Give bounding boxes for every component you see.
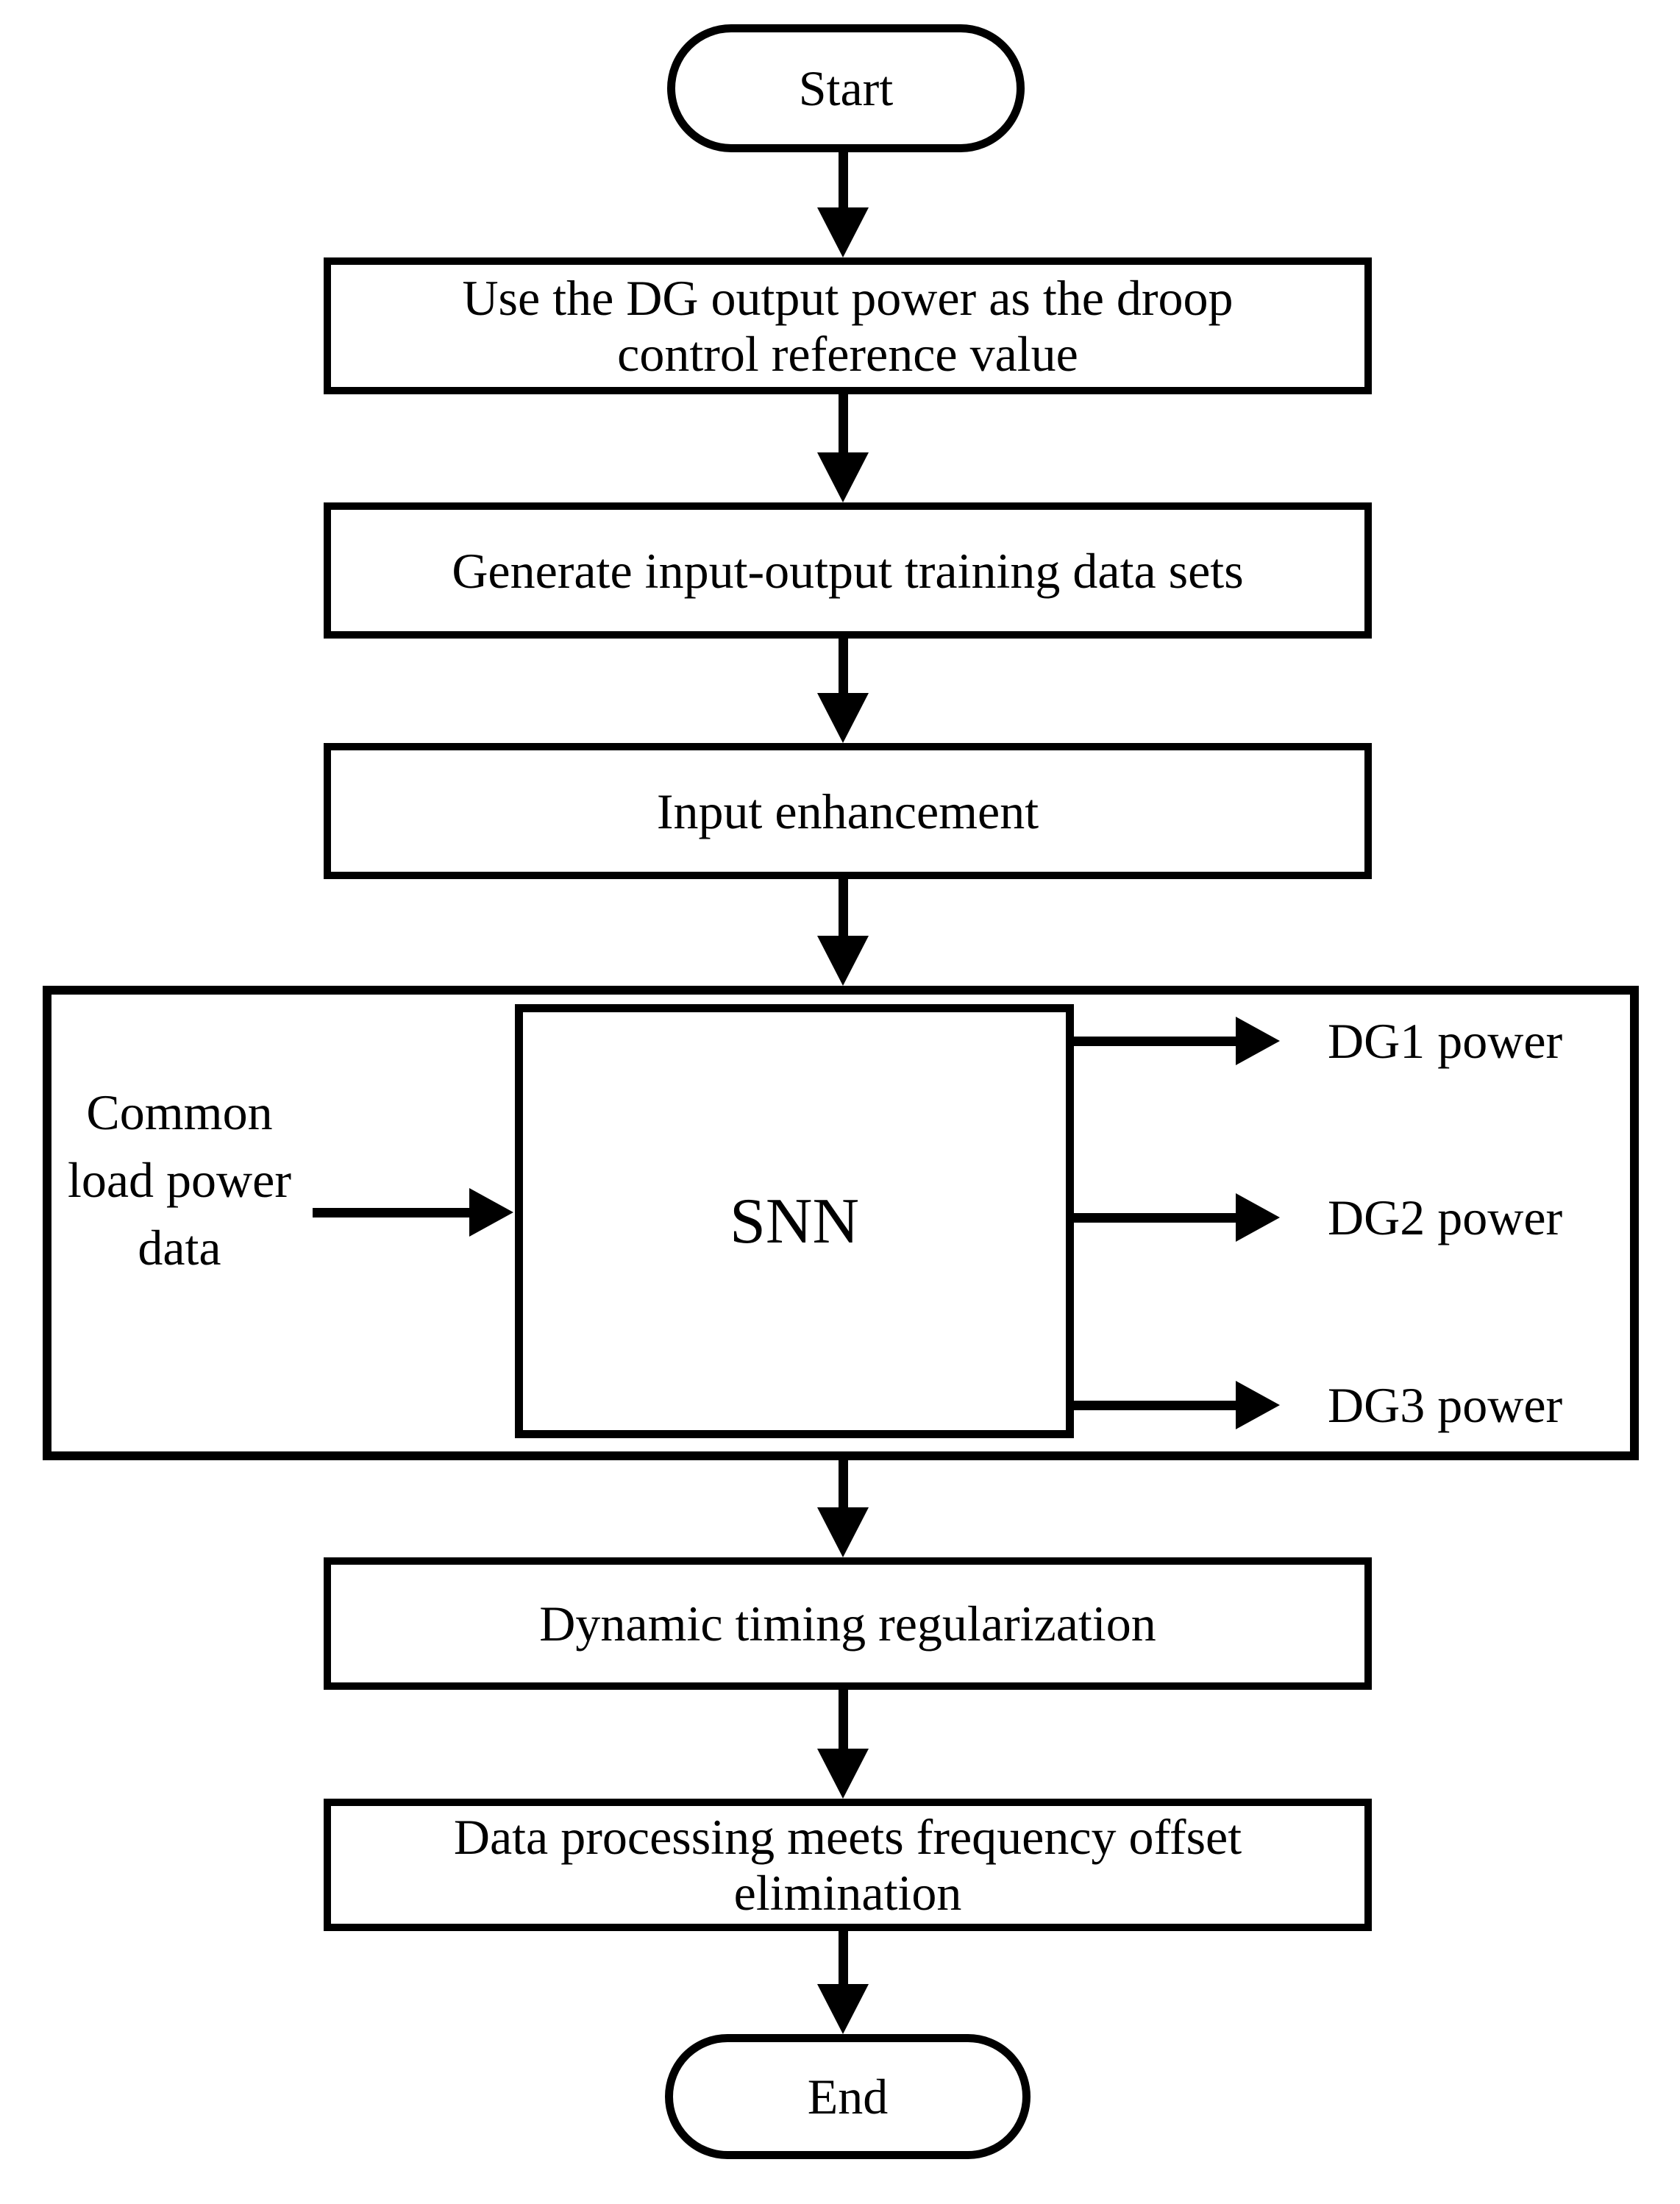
arrow-down-head-icon bbox=[817, 452, 869, 502]
arrow-right-head-icon bbox=[1236, 1193, 1280, 1242]
arrow-down-head-icon bbox=[817, 936, 869, 986]
arrow-snn-to-dg3-shaft bbox=[1074, 1401, 1239, 1410]
arrow-offset-to-end-shaft bbox=[839, 1931, 848, 1989]
arrow-down-head-icon bbox=[817, 1507, 869, 1557]
arrow-training-to-enhancement-shaft bbox=[839, 637, 848, 698]
arrow-right-head-icon bbox=[469, 1188, 513, 1237]
arrow-snn-to-dg2-shaft bbox=[1074, 1213, 1239, 1223]
arrow-right-head-icon bbox=[1236, 1381, 1280, 1429]
dg3-power-label: DG3 power bbox=[1328, 1377, 1563, 1433]
arrow-droop-to-training-shaft bbox=[839, 394, 848, 458]
arrow-down-head-icon bbox=[817, 693, 869, 743]
process-timing-regularization: Dynamic timing regularization bbox=[324, 1557, 1372, 1690]
arrow-down-head-icon bbox=[817, 207, 869, 257]
dg2-power-label: DG2 power bbox=[1328, 1190, 1563, 1245]
arrow-down-head-icon bbox=[817, 1984, 869, 2034]
arrow-enhancement-to-snn-shaft bbox=[839, 879, 848, 941]
dg1-power-label: DG1 power bbox=[1328, 1013, 1563, 1069]
common-load-input-label: Common load power data bbox=[67, 1084, 291, 1276]
arrow-start-to-droop-shaft bbox=[839, 152, 848, 213]
arrow-down-head-icon bbox=[817, 1749, 869, 1799]
start-terminal: Start bbox=[667, 24, 1025, 152]
process-training-data: Generate input-output training data sets bbox=[324, 502, 1372, 639]
arrow-snn-to-dg1-shaft bbox=[1074, 1037, 1239, 1046]
process-frequency-offset: Data processing meets frequency offset e… bbox=[324, 1799, 1372, 1931]
arrow-load-to-snn-shaft bbox=[313, 1208, 471, 1217]
process-droop-reference: Use the DG output power as the droop con… bbox=[324, 257, 1372, 394]
process-input-enhancement: Input enhancement bbox=[324, 743, 1372, 879]
arrow-right-head-icon bbox=[1236, 1017, 1280, 1065]
arrow-snn-to-timing-shaft bbox=[839, 1460, 848, 1512]
snn-box: SNN bbox=[515, 1004, 1074, 1438]
end-terminal: End bbox=[665, 2034, 1031, 2159]
arrow-timing-to-offset-shaft bbox=[839, 1690, 848, 1754]
